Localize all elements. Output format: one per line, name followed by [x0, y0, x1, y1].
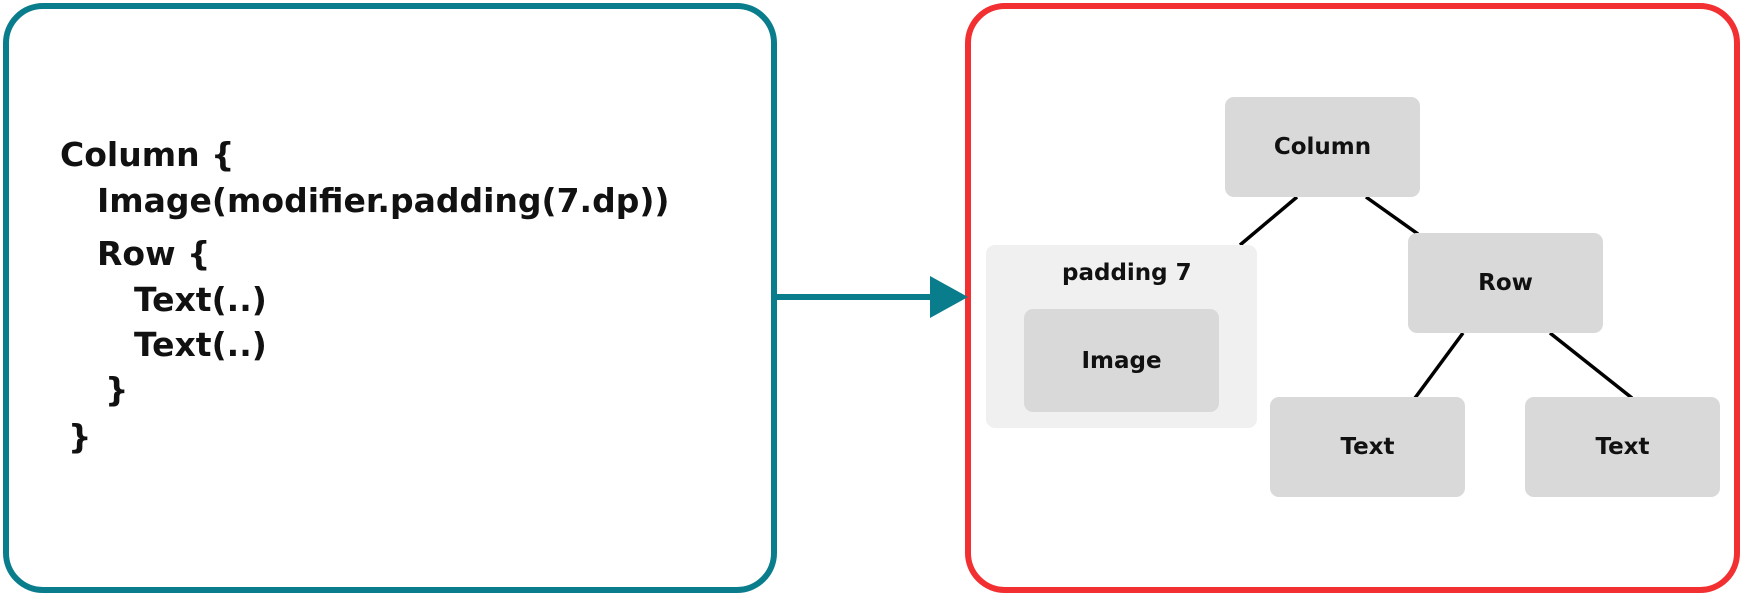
code-line-row-close: } [105, 370, 129, 409]
code-line-text-1: Text(..) [134, 280, 267, 319]
edge-column-padding [1238, 195, 1299, 247]
tree-node-text-2: Text [1525, 397, 1720, 497]
tree-node-text-1: Text [1270, 397, 1465, 497]
padding-label: padding 7 [1062, 260, 1192, 286]
code-line-column-close: } [68, 417, 92, 456]
tree-node-image: Image [1024, 309, 1219, 412]
tree-node-row: Row [1408, 233, 1603, 333]
edge-row-text-1 [1413, 331, 1465, 400]
code-line-image: Image(modifier.padding(7.dp)) [97, 181, 670, 220]
edge-column-row [1364, 195, 1420, 236]
code-line-text-2: Text(..) [134, 325, 267, 364]
code-panel [3, 3, 777, 593]
edge-row-text-2 [1548, 331, 1634, 400]
arrow-head [930, 276, 968, 318]
tree-node-column: Column [1225, 97, 1420, 197]
code-line-column-open: Column { [60, 135, 235, 174]
code-line-row-open: Row { [97, 234, 211, 273]
